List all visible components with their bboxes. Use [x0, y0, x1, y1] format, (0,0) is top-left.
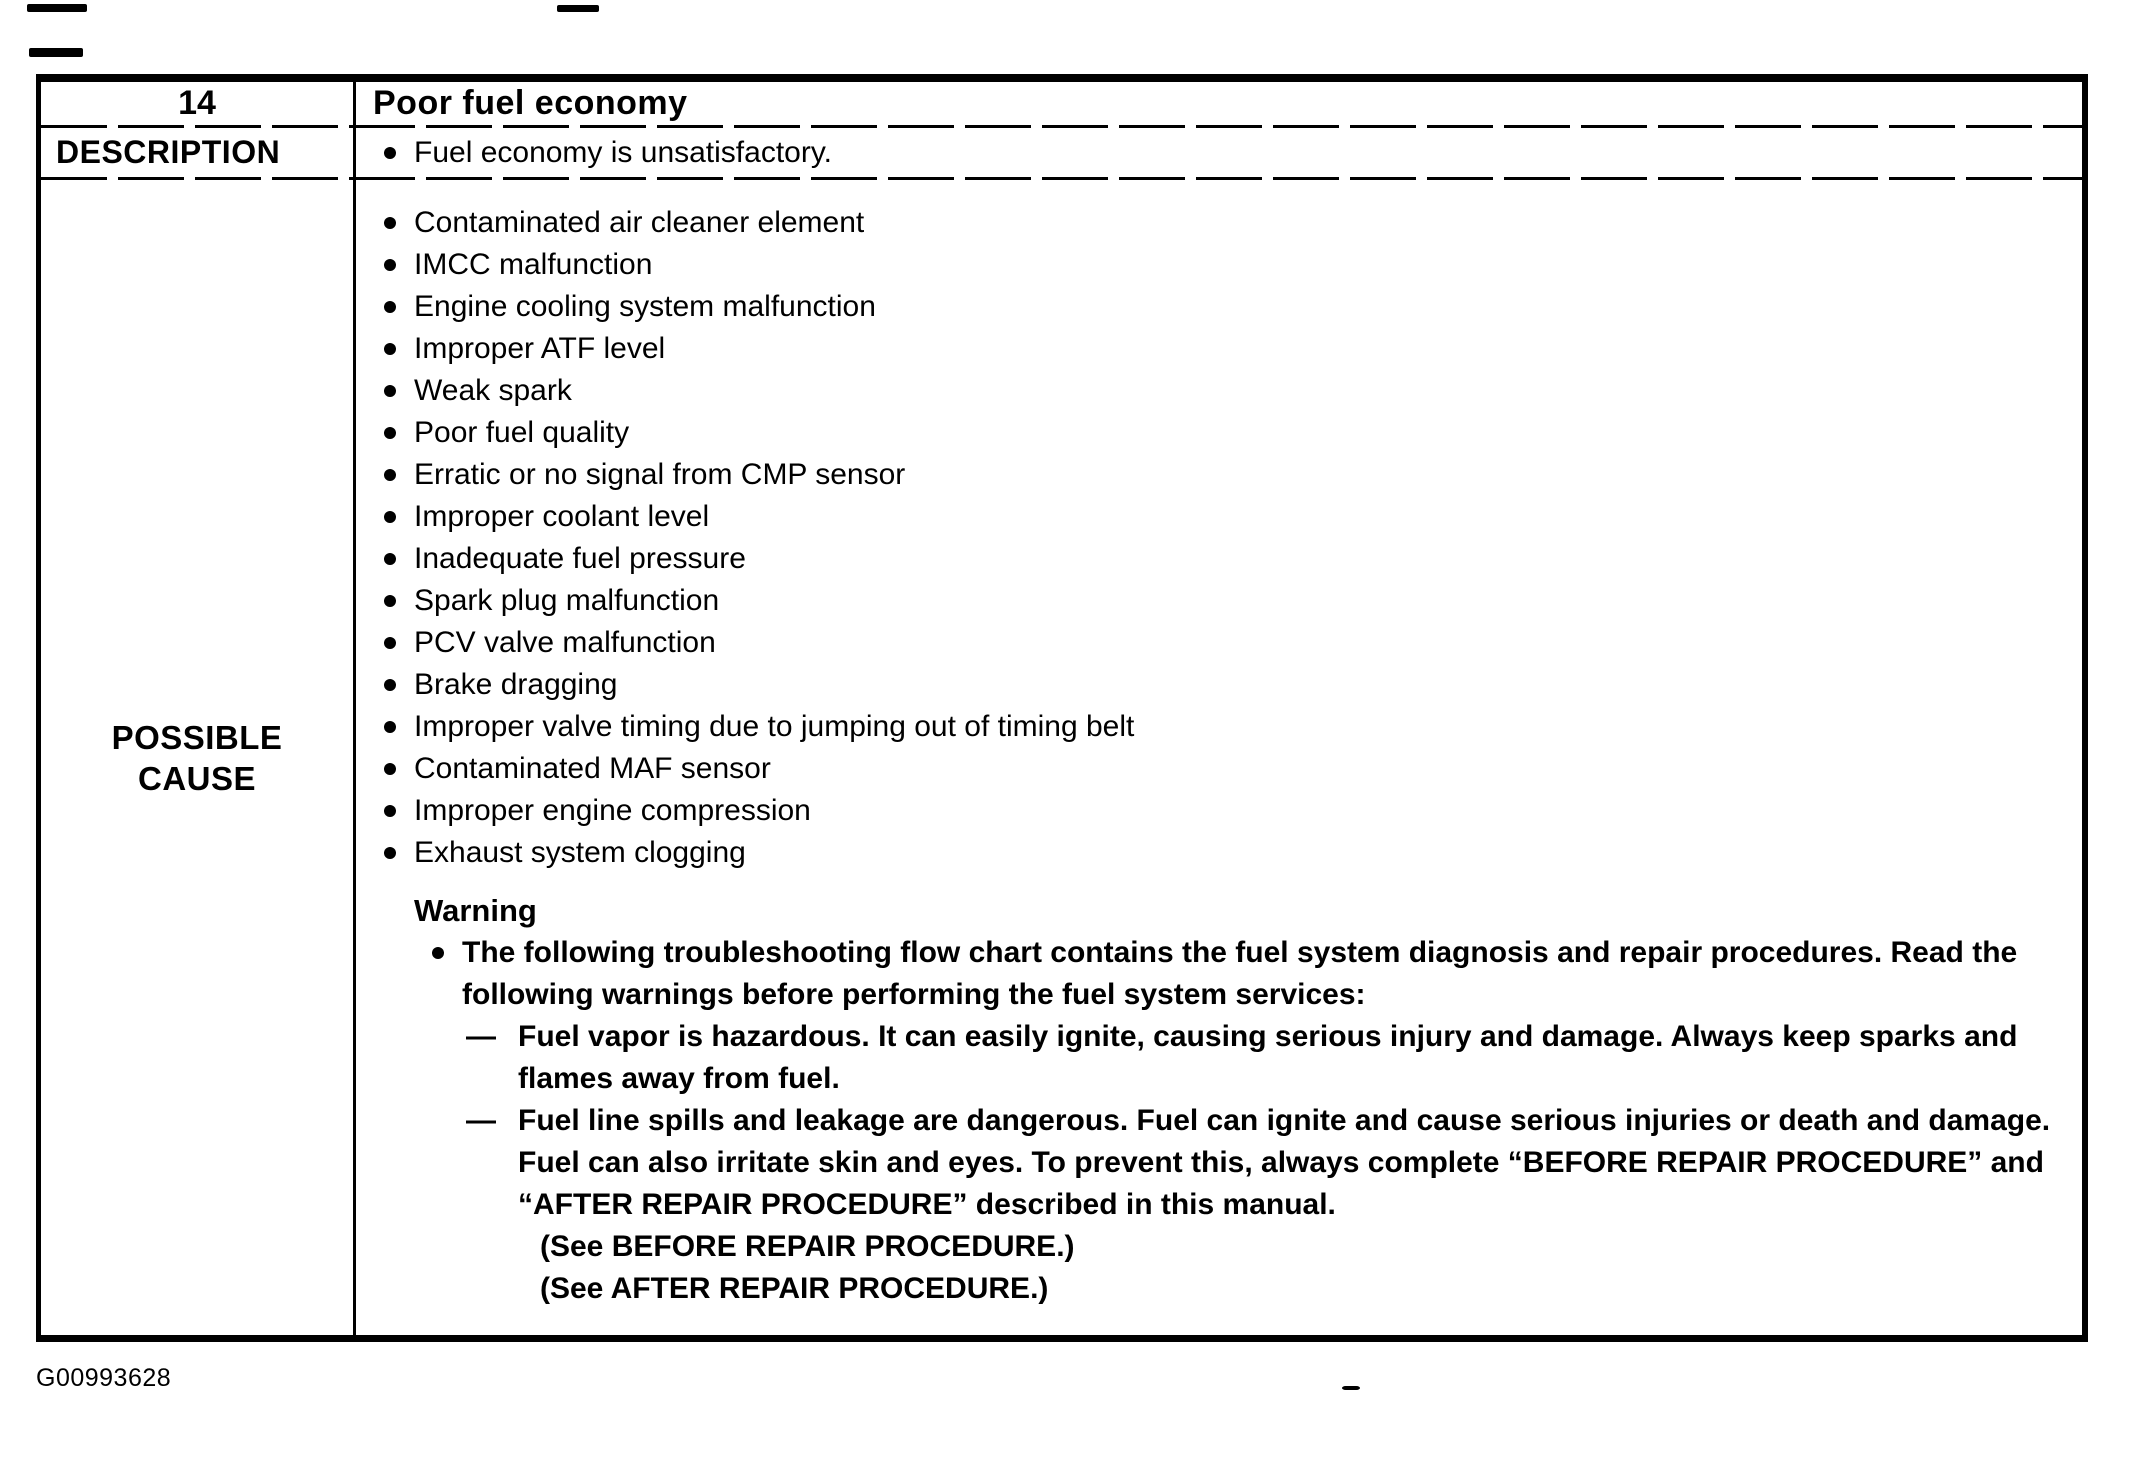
- cause-item: Weak spark: [356, 370, 2082, 412]
- cause-item: Erratic or no signal from CMP sensor: [356, 454, 2082, 496]
- warning-intro-text: The following troubleshooting flow chart…: [462, 936, 2018, 1011]
- cause-text: Weak spark: [414, 374, 572, 407]
- cause-text: Improper coolant level: [414, 500, 710, 533]
- symptom-number-cell: 14: [41, 82, 353, 125]
- bullet-icon: [384, 511, 396, 523]
- cause-item: Contaminated MAF sensor: [356, 748, 2082, 790]
- symptom-title: Poor fuel economy: [373, 84, 688, 122]
- cause-item: Poor fuel quality: [356, 412, 2082, 454]
- scan-artifact: [557, 5, 599, 12]
- bullet-icon: [384, 385, 396, 397]
- cause-item: Contaminated air cleaner element: [356, 202, 2082, 244]
- cause-item: PCV valve malfunction: [356, 622, 2082, 664]
- bullet-icon: [384, 343, 396, 355]
- cause-item: Improper ATF level: [356, 328, 2082, 370]
- warning-point: — Fuel line spills and leakage are dange…: [356, 1100, 2082, 1226]
- bullet-icon: [384, 217, 396, 229]
- warning-heading: Warning: [414, 893, 537, 928]
- scan-artifact: [1342, 1386, 1360, 1390]
- symptom-number: 14: [178, 84, 216, 122]
- cause-item: Improper engine compression: [356, 790, 2082, 832]
- cause-text: Poor fuel quality: [414, 416, 630, 449]
- cause-item: IMCC malfunction: [356, 244, 2082, 286]
- column-divider: [353, 82, 356, 1335]
- bullet-icon: [384, 301, 396, 313]
- bullet-icon: [432, 947, 444, 959]
- bullet-icon: [384, 847, 396, 859]
- description-label-cell: DESCRIPTION: [41, 128, 353, 177]
- cause-text: Contaminated MAF sensor: [414, 752, 771, 785]
- cause-text: Engine cooling system malfunction: [414, 290, 876, 323]
- bullet-icon: [384, 637, 396, 649]
- warning-intro: The following troubleshooting flow chart…: [356, 932, 2082, 1016]
- symptom-title-cell: Poor fuel economy: [356, 82, 2082, 125]
- cause-text: Brake dragging: [414, 668, 618, 701]
- bullet-icon: [384, 259, 396, 271]
- cause-text: Contaminated air cleaner element: [414, 206, 865, 239]
- cause-item: Exhaust system clogging: [356, 832, 2082, 874]
- cause-item: Spark plug malfunction: [356, 580, 2082, 622]
- cause-text: IMCC malfunction: [414, 248, 653, 281]
- bullet-icon: [384, 427, 396, 439]
- bullet-icon: [384, 147, 396, 159]
- warning-point: — Fuel vapor is hazardous. It can easily…: [356, 1016, 2082, 1100]
- figure-id: G00993628: [36, 1364, 172, 1392]
- bullet-icon: [384, 763, 396, 775]
- cause-text: Inadequate fuel pressure: [414, 542, 746, 575]
- cause-text: PCV valve malfunction: [414, 626, 716, 659]
- scan-artifact: [29, 48, 83, 57]
- warning-point-text: Fuel line spills and leakage are dangero…: [518, 1104, 2051, 1221]
- possible-cause-label: POSSIBLE CAUSE: [111, 718, 283, 797]
- troubleshooting-table: 14 Poor fuel economy DESCRIPTION Fuel ec…: [36, 74, 2088, 1342]
- bullet-icon: [384, 805, 396, 817]
- description-item: Fuel economy is unsatisfactory.: [356, 128, 2082, 177]
- possible-cause-content-cell: Contaminated air cleaner element IMCC ma…: [356, 180, 2082, 1335]
- possible-cause-label-cell: POSSIBLE CAUSE: [41, 180, 353, 1335]
- cause-item: Improper coolant level: [356, 496, 2082, 538]
- cause-item: Improper valve timing due to jumping out…: [356, 706, 2082, 748]
- warning-reference: (See BEFORE REPAIR PROCEDURE.): [540, 1230, 1075, 1263]
- warning-point-text: Fuel vapor is hazardous. It can easily i…: [518, 1020, 2018, 1095]
- warning-block: Warning The following troubleshooting fl…: [356, 890, 2082, 1310]
- description-label: DESCRIPTION: [56, 134, 281, 170]
- row-separator: [41, 125, 2082, 128]
- bullet-icon: [384, 595, 396, 607]
- cause-text: Improper ATF level: [414, 332, 666, 365]
- dash-icon: —: [466, 1104, 496, 1137]
- row-separator: [41, 177, 2082, 180]
- bullet-icon: [384, 721, 396, 733]
- cause-text: Erratic or no signal from CMP sensor: [414, 458, 906, 491]
- bullet-icon: [384, 469, 396, 481]
- description-text: Fuel economy is unsatisfactory.: [414, 136, 832, 169]
- scan-artifact: [27, 4, 87, 12]
- bullet-icon: [384, 679, 396, 691]
- cause-text: Improper valve timing due to jumping out…: [414, 710, 1135, 743]
- cause-item: Inadequate fuel pressure: [356, 538, 2082, 580]
- cause-item: Brake dragging: [356, 664, 2082, 706]
- bullet-icon: [384, 553, 396, 565]
- dash-icon: —: [466, 1020, 496, 1053]
- description-content-cell: Fuel economy is unsatisfactory.: [356, 128, 2082, 177]
- cause-list: Contaminated air cleaner element IMCC ma…: [356, 202, 2082, 874]
- warning-reference: (See AFTER REPAIR PROCEDURE.): [540, 1272, 1049, 1305]
- cause-text: Spark plug malfunction: [414, 584, 720, 617]
- cause-item: Engine cooling system malfunction: [356, 286, 2082, 328]
- cause-text: Improper engine compression: [414, 794, 811, 827]
- cause-text: Exhaust system clogging: [414, 836, 746, 869]
